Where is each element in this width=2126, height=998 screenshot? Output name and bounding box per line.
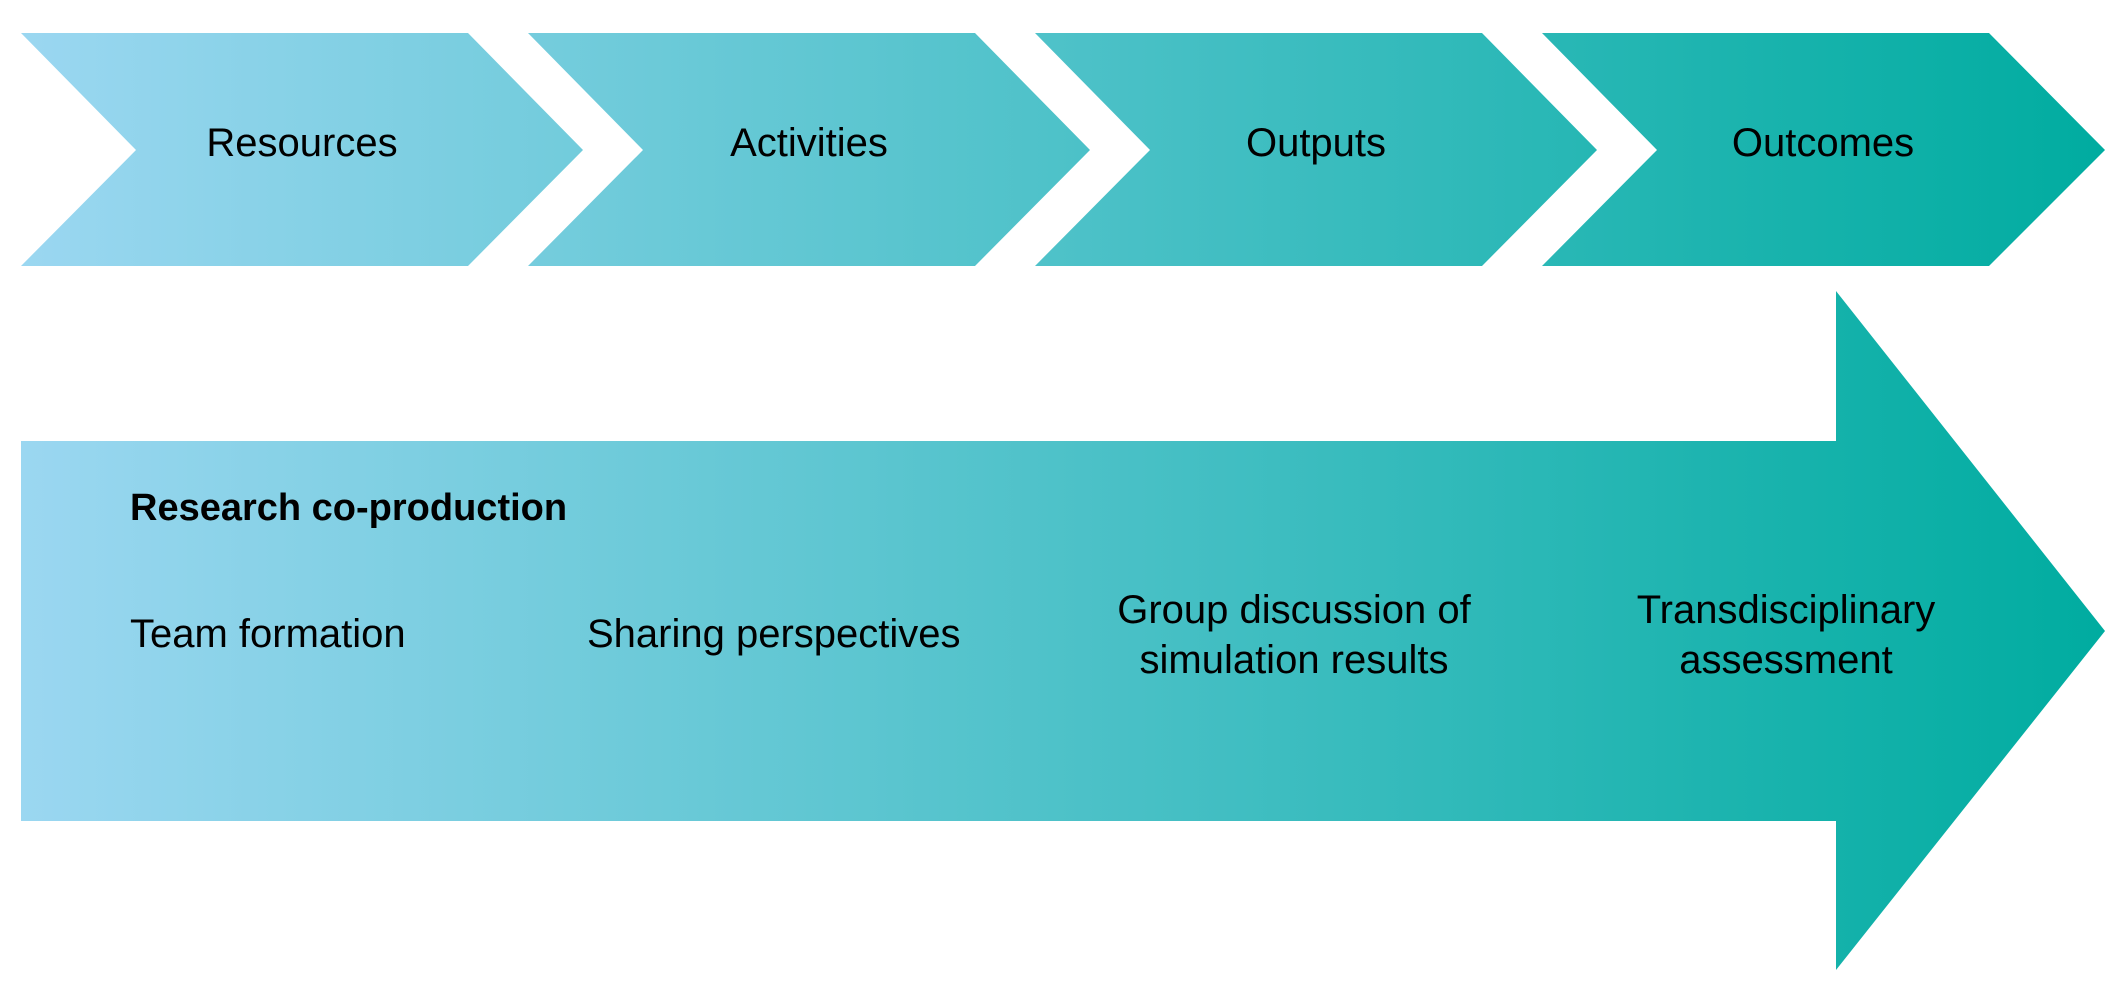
step-sharing-perspectives: Sharing perspectives: [587, 612, 961, 656]
stage-label-outcomes: Outcomes: [1731, 121, 1915, 165]
step-transdisciplinary-assessment: Transdisciplinary assessment: [1636, 588, 1936, 682]
chevron-outputs: [1035, 33, 1597, 266]
stage-label-activities: Activities: [730, 121, 888, 165]
stage-label-resources: Resources: [206, 121, 398, 165]
stage-label-outputs: Outputs: [1245, 121, 1387, 165]
chevron-resources: [21, 33, 583, 266]
process-arrow: [21, 291, 2105, 970]
process-title: Research co-production: [130, 487, 568, 529]
step-group-discussion: Group discussion of simulation results: [1117, 588, 1471, 682]
step-team-formation: Team formation: [130, 612, 406, 656]
chevron-activities: [528, 33, 1090, 266]
chevron-outcomes: [1542, 33, 2105, 266]
